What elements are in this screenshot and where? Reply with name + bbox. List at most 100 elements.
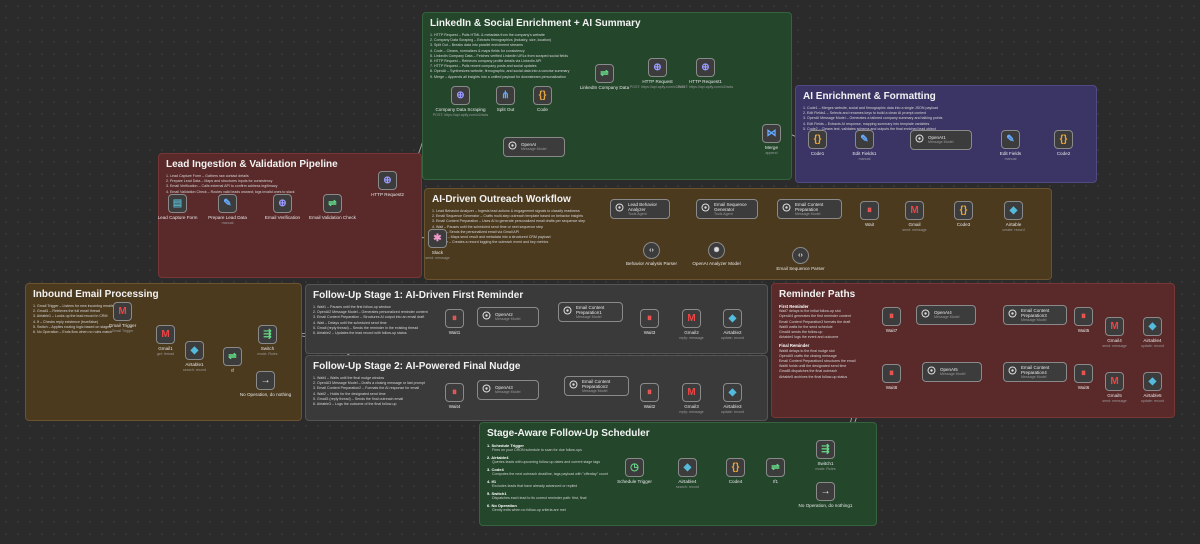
node-body[interactable]: {}: [1054, 130, 1073, 149]
node-body[interactable]: ⏸: [882, 307, 901, 326]
code1[interactable]: {}Code1: [808, 130, 827, 156]
node-body[interactable]: ⏸: [882, 364, 901, 383]
node-body[interactable]: ✎: [855, 130, 874, 149]
if[interactable]: ⇌If: [223, 347, 242, 373]
wait6[interactable]: ⏸Wait6: [1074, 364, 1093, 390]
wait2[interactable]: ⏸Wait2: [640, 383, 659, 409]
node-body[interactable]: M: [905, 201, 924, 220]
node-body[interactable]: ⏸: [1074, 364, 1093, 383]
node-body[interactable]: ‹›: [792, 247, 809, 264]
node-body[interactable]: M: [1105, 372, 1124, 391]
email-validation-check[interactable]: ⇌Email Validation Check: [309, 194, 356, 220]
no-operation-do-nothing[interactable]: →No Operation, do nothing: [240, 371, 291, 397]
if1[interactable]: ⇌If1: [766, 458, 785, 484]
node-body[interactable]: ⊕: [648, 58, 667, 77]
code2[interactable]: {}Code2: [1054, 130, 1073, 156]
node-body[interactable]: ⇶: [258, 325, 277, 344]
node-body[interactable]: ▤: [168, 194, 187, 213]
node-body[interactable]: ⏸: [445, 383, 464, 402]
wait1[interactable]: ⏸Wait1: [445, 309, 464, 335]
no-operation-do-nothing1[interactable]: →No Operation, do nothing1: [799, 482, 852, 508]
node-body[interactable]: M: [1105, 317, 1124, 336]
node-body[interactable]: ⊕: [273, 194, 292, 213]
http-request2[interactable]: ⊕HTTP Request2: [371, 171, 404, 197]
email-sequence-parser[interactable]: ‹›Email Sequence Parser: [776, 247, 825, 271]
code3[interactable]: {}Code3: [954, 201, 973, 227]
node-body[interactable]: M: [156, 325, 175, 344]
lead-capture-form[interactable]: ▤Lead Capture Form: [158, 194, 197, 220]
node-body[interactable]: {}: [954, 201, 973, 220]
node-body[interactable]: {}: [808, 130, 827, 149]
wait[interactable]: ⏸Wait: [860, 201, 879, 227]
openai-analyzer-model[interactable]: ✺OpenAI Analyzer Model: [692, 242, 741, 266]
node-body[interactable]: →: [256, 371, 275, 390]
node-body[interactable]: ✺: [708, 242, 725, 259]
node-body[interactable]: ✱: [428, 229, 447, 248]
node-body[interactable]: ⇌: [766, 458, 785, 477]
linkedin-company-data[interactable]: ⇌LinkedIn Company Data: [580, 64, 629, 90]
node-body[interactable]: ⋈: [762, 124, 781, 143]
node-body[interactable]: ⋔: [496, 86, 515, 105]
node-body[interactable]: ◆: [723, 309, 742, 328]
node-body[interactable]: ⇶: [816, 440, 835, 459]
code4[interactable]: {}Code4: [726, 458, 745, 484]
wait4[interactable]: ⏸Wait4: [445, 383, 464, 409]
wait3[interactable]: ⏸Wait3: [640, 309, 659, 335]
node-body[interactable]: ◆: [1143, 317, 1162, 336]
node-body[interactable]: ⇌: [223, 347, 242, 366]
node-body[interactable]: ◆: [1143, 372, 1162, 391]
node-body[interactable]: ⇌: [595, 64, 614, 83]
node-body[interactable]: ‹›: [643, 242, 660, 259]
behavior-analysis-parser[interactable]: ‹›Behavior Analysis Parser: [626, 242, 677, 266]
node-body[interactable]: ⇌: [323, 194, 342, 213]
node-body[interactable]: ⏸: [640, 383, 659, 402]
email-verification[interactable]: ⊕Email Verification: [265, 194, 300, 220]
schedule-trigger[interactable]: ◷Schedule Trigger: [617, 458, 652, 484]
node-body[interactable]: M: [113, 302, 132, 321]
node-body[interactable]: ⊕: [378, 171, 397, 190]
node-body[interactable]: ⊕: [451, 86, 470, 105]
node-body[interactable]: ✎: [1001, 130, 1020, 149]
node-body[interactable]: M: [682, 309, 701, 328]
